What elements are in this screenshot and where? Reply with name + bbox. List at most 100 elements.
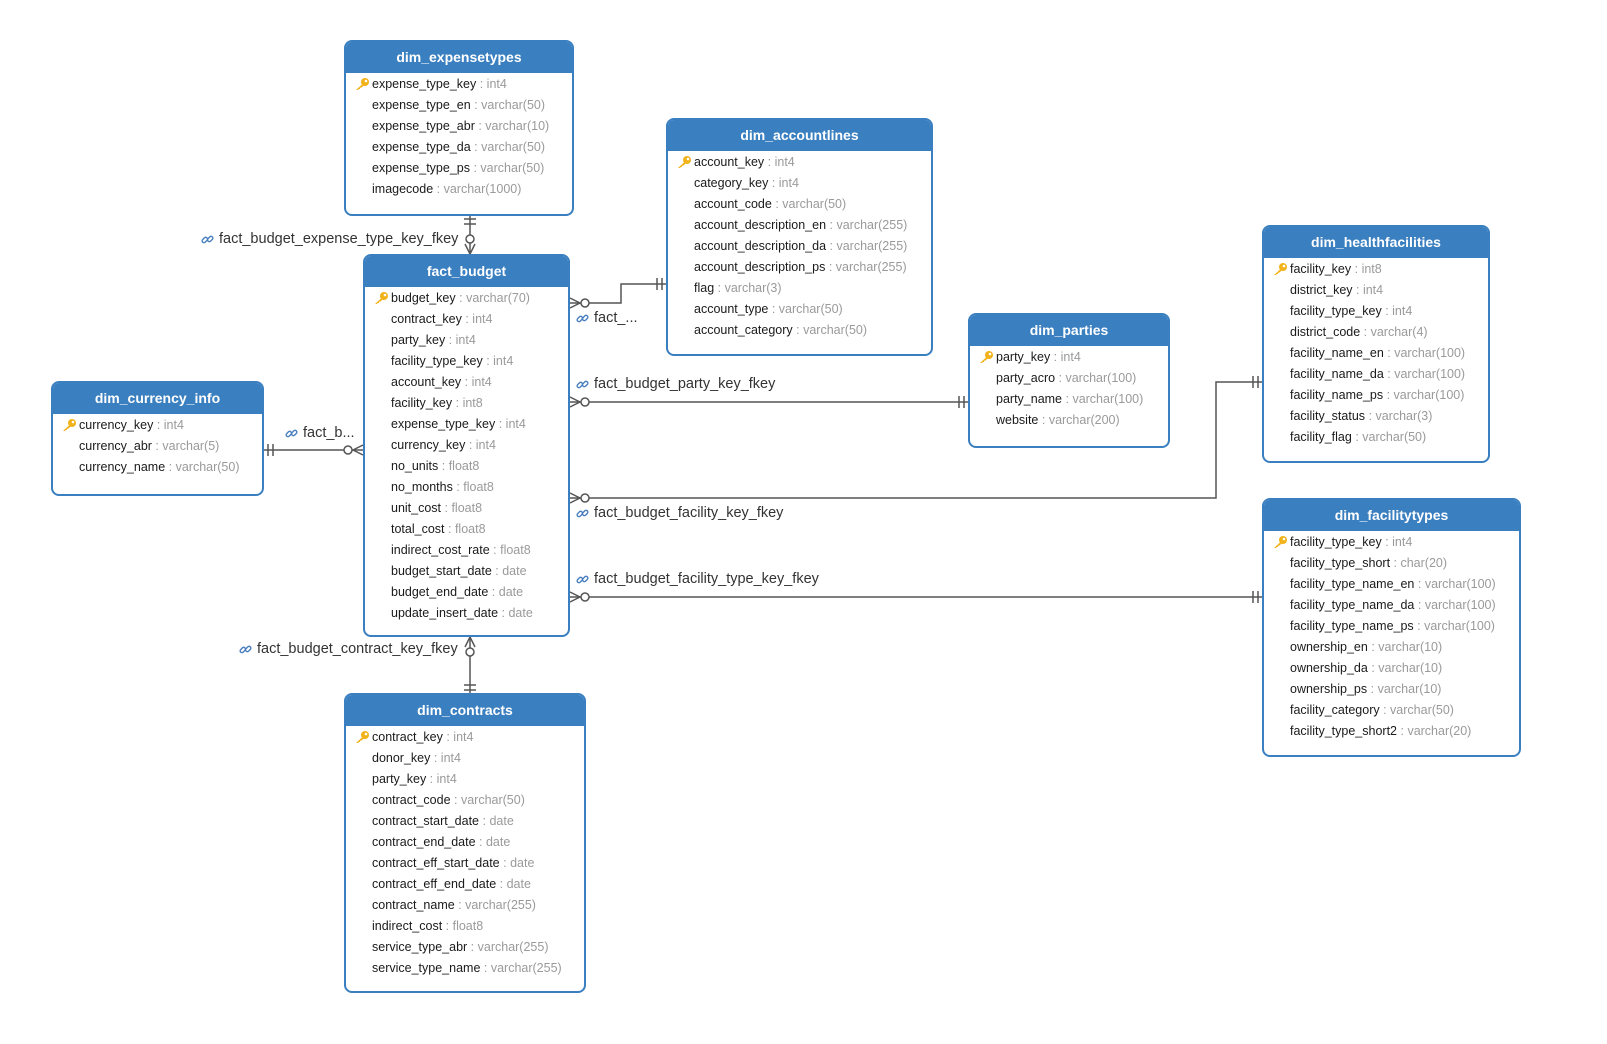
column-row[interactable]: total_cost : float8 — [365, 519, 568, 540]
column-row[interactable]: ownership_da : varchar(10) — [1264, 658, 1519, 679]
column-row[interactable]: facility_type_key : int4 — [365, 351, 568, 372]
column-type: varchar(100) — [1394, 367, 1466, 381]
column-row[interactable]: party_key : int4 — [346, 769, 584, 790]
column-row[interactable]: district_key : int4 — [1264, 280, 1488, 301]
column-row[interactable]: expense_type_ps : varchar(50) — [346, 158, 572, 179]
table-title[interactable]: dim_currency_info — [53, 383, 262, 414]
column-row[interactable]: indirect_cost : float8 — [346, 916, 584, 937]
column-row[interactable]: facility_type_short : char(20) — [1264, 553, 1519, 574]
column-row[interactable]: contract_eff_start_date : date — [346, 853, 584, 874]
table-title[interactable]: dim_expensetypes — [346, 42, 572, 73]
column-row[interactable]: contract_key : int4 — [365, 309, 568, 330]
column-row[interactable]: account_description_da : varchar(255) — [668, 236, 931, 257]
table-title[interactable]: dim_parties — [970, 315, 1168, 346]
column-row[interactable]: facility_name_en : varchar(100) — [1264, 343, 1488, 364]
column-row[interactable]: expense_type_da : varchar(50) — [346, 137, 572, 158]
column-row[interactable]: party_name : varchar(100) — [970, 389, 1168, 410]
column-row[interactable]: contract_end_date : date — [346, 832, 584, 853]
column-row[interactable]: facility_type_name_ps : varchar(100) — [1264, 616, 1519, 637]
column-row[interactable]: facility_type_short2 : varchar(20) — [1264, 721, 1519, 742]
primary-key-column[interactable]: account_key : int4 — [668, 152, 931, 173]
column-row[interactable]: facility_key : int8 — [365, 393, 568, 414]
column-row[interactable]: no_months : float8 — [365, 477, 568, 498]
column-row[interactable]: account_code : varchar(50) — [668, 194, 931, 215]
column-row[interactable]: facility_name_da : varchar(100) — [1264, 364, 1488, 385]
column-row[interactable]: flag : varchar(3) — [668, 278, 931, 299]
column-row[interactable]: expense_type_abr : varchar(10) — [346, 116, 572, 137]
column-row[interactable]: contract_eff_end_date : date — [346, 874, 584, 895]
column-row[interactable]: no_units : float8 — [365, 456, 568, 477]
table-title[interactable]: dim_accountlines — [668, 120, 931, 151]
column-row[interactable]: ownership_en : varchar(10) — [1264, 637, 1519, 658]
column-row[interactable]: facility_name_ps : varchar(100) — [1264, 385, 1488, 406]
column-row[interactable]: facility_status : varchar(3) — [1264, 406, 1488, 427]
primary-key-column[interactable]: currency_key : int4 — [53, 415, 262, 436]
column-row[interactable]: currency_name : varchar(50) — [53, 457, 262, 478]
column-row[interactable]: currency_abr : varchar(5) — [53, 436, 262, 457]
column-name: facility_type_short2 — [1290, 724, 1398, 738]
column-row[interactable]: budget_start_date : date — [365, 561, 568, 582]
column-row[interactable]: facility_flag : varchar(50) — [1264, 427, 1488, 448]
column-row[interactable]: website : varchar(200) — [970, 410, 1168, 431]
table-title[interactable]: dim_facilitytypes — [1264, 500, 1519, 531]
relation-label-rel-party[interactable]: fact_budget_party_key_fkey — [576, 375, 775, 393]
column-row[interactable]: contract_code : varchar(50) — [346, 790, 584, 811]
table-title[interactable]: dim_contracts — [346, 695, 584, 726]
relation-name: fact_budget_facility_type_key_fkey — [594, 571, 819, 587]
primary-key-column[interactable]: expense_type_key : int4 — [346, 74, 572, 95]
column-type: varchar(255) — [477, 940, 549, 954]
primary-key-column[interactable]: budget_key : varchar(70) — [365, 288, 568, 309]
table-title[interactable]: fact_budget — [365, 256, 568, 287]
crow-foot-marker — [352, 444, 364, 451]
column-row[interactable]: account_category : varchar(50) — [668, 320, 931, 341]
column-row[interactable]: facility_type_key : int4 — [1264, 301, 1488, 322]
primary-key-column[interactable]: party_key : int4 — [970, 347, 1168, 368]
column-row[interactable]: ownership_ps : varchar(10) — [1264, 679, 1519, 700]
column-type: date — [508, 606, 533, 620]
column-row[interactable]: currency_key : int4 — [365, 435, 568, 456]
column-row[interactable]: facility_type_name_en : varchar(100) — [1264, 574, 1519, 595]
column-row[interactable]: account_key : int4 — [365, 372, 568, 393]
column-row[interactable]: account_type : varchar(50) — [668, 299, 931, 320]
column-row[interactable]: imagecode : varchar(1000) — [346, 179, 572, 200]
column-row[interactable]: category_key : int4 — [668, 173, 931, 194]
column-row[interactable]: budget_end_date : date — [365, 582, 568, 603]
column-row[interactable]: service_type_name : varchar(255) — [346, 958, 584, 979]
column-row[interactable]: contract_name : varchar(255) — [346, 895, 584, 916]
column-row[interactable]: facility_category : varchar(50) — [1264, 700, 1519, 721]
relation-label-rel-expense[interactable]: fact_budget_expense_type_key_fkey — [201, 230, 458, 248]
primary-key-column[interactable]: contract_key : int4 — [346, 727, 584, 748]
relation-label-rel-facilitytype[interactable]: fact_budget_facility_type_key_fkey — [576, 570, 819, 588]
column-row[interactable]: account_description_en : varchar(255) — [668, 215, 931, 236]
column-row[interactable]: indirect_cost_rate : float8 — [365, 540, 568, 561]
primary-key-column[interactable]: facility_type_key : int4 — [1264, 532, 1519, 553]
table-title[interactable]: dim_healthfacilities — [1264, 227, 1488, 258]
column-row[interactable]: unit_cost : float8 — [365, 498, 568, 519]
column-row[interactable]: update_insert_date : date — [365, 603, 568, 624]
column-row[interactable]: service_type_abr : varchar(255) — [346, 937, 584, 958]
relation-label-rel-account[interactable]: fact_... — [576, 309, 638, 327]
column-type: varchar(3) — [724, 281, 782, 295]
column-row[interactable]: party_key : int4 — [365, 330, 568, 351]
column-row[interactable]: donor_key : int4 — [346, 748, 584, 769]
column-row[interactable]: party_acro : varchar(100) — [970, 368, 1168, 389]
primary-key-column[interactable]: facility_key : int8 — [1264, 259, 1488, 280]
column-row[interactable]: expense_type_en : varchar(50) — [346, 95, 572, 116]
column-row[interactable]: account_description_ps : varchar(255) — [668, 257, 931, 278]
relation-label-rel-currency[interactable]: fact_b... — [285, 424, 355, 442]
column-row[interactable]: contract_start_date : date — [346, 811, 584, 832]
column-row[interactable]: facility_type_name_da : varchar(100) — [1264, 595, 1519, 616]
column-row[interactable]: expense_type_key : int4 — [365, 414, 568, 435]
relation-name: fact_... — [594, 310, 638, 326]
column-row[interactable]: district_code : varchar(4) — [1264, 322, 1488, 343]
relation-label-rel-facility[interactable]: fact_budget_facility_key_fkey — [576, 504, 783, 522]
relation-label-rel-contract[interactable]: fact_budget_contract_key_fkey — [239, 640, 458, 658]
